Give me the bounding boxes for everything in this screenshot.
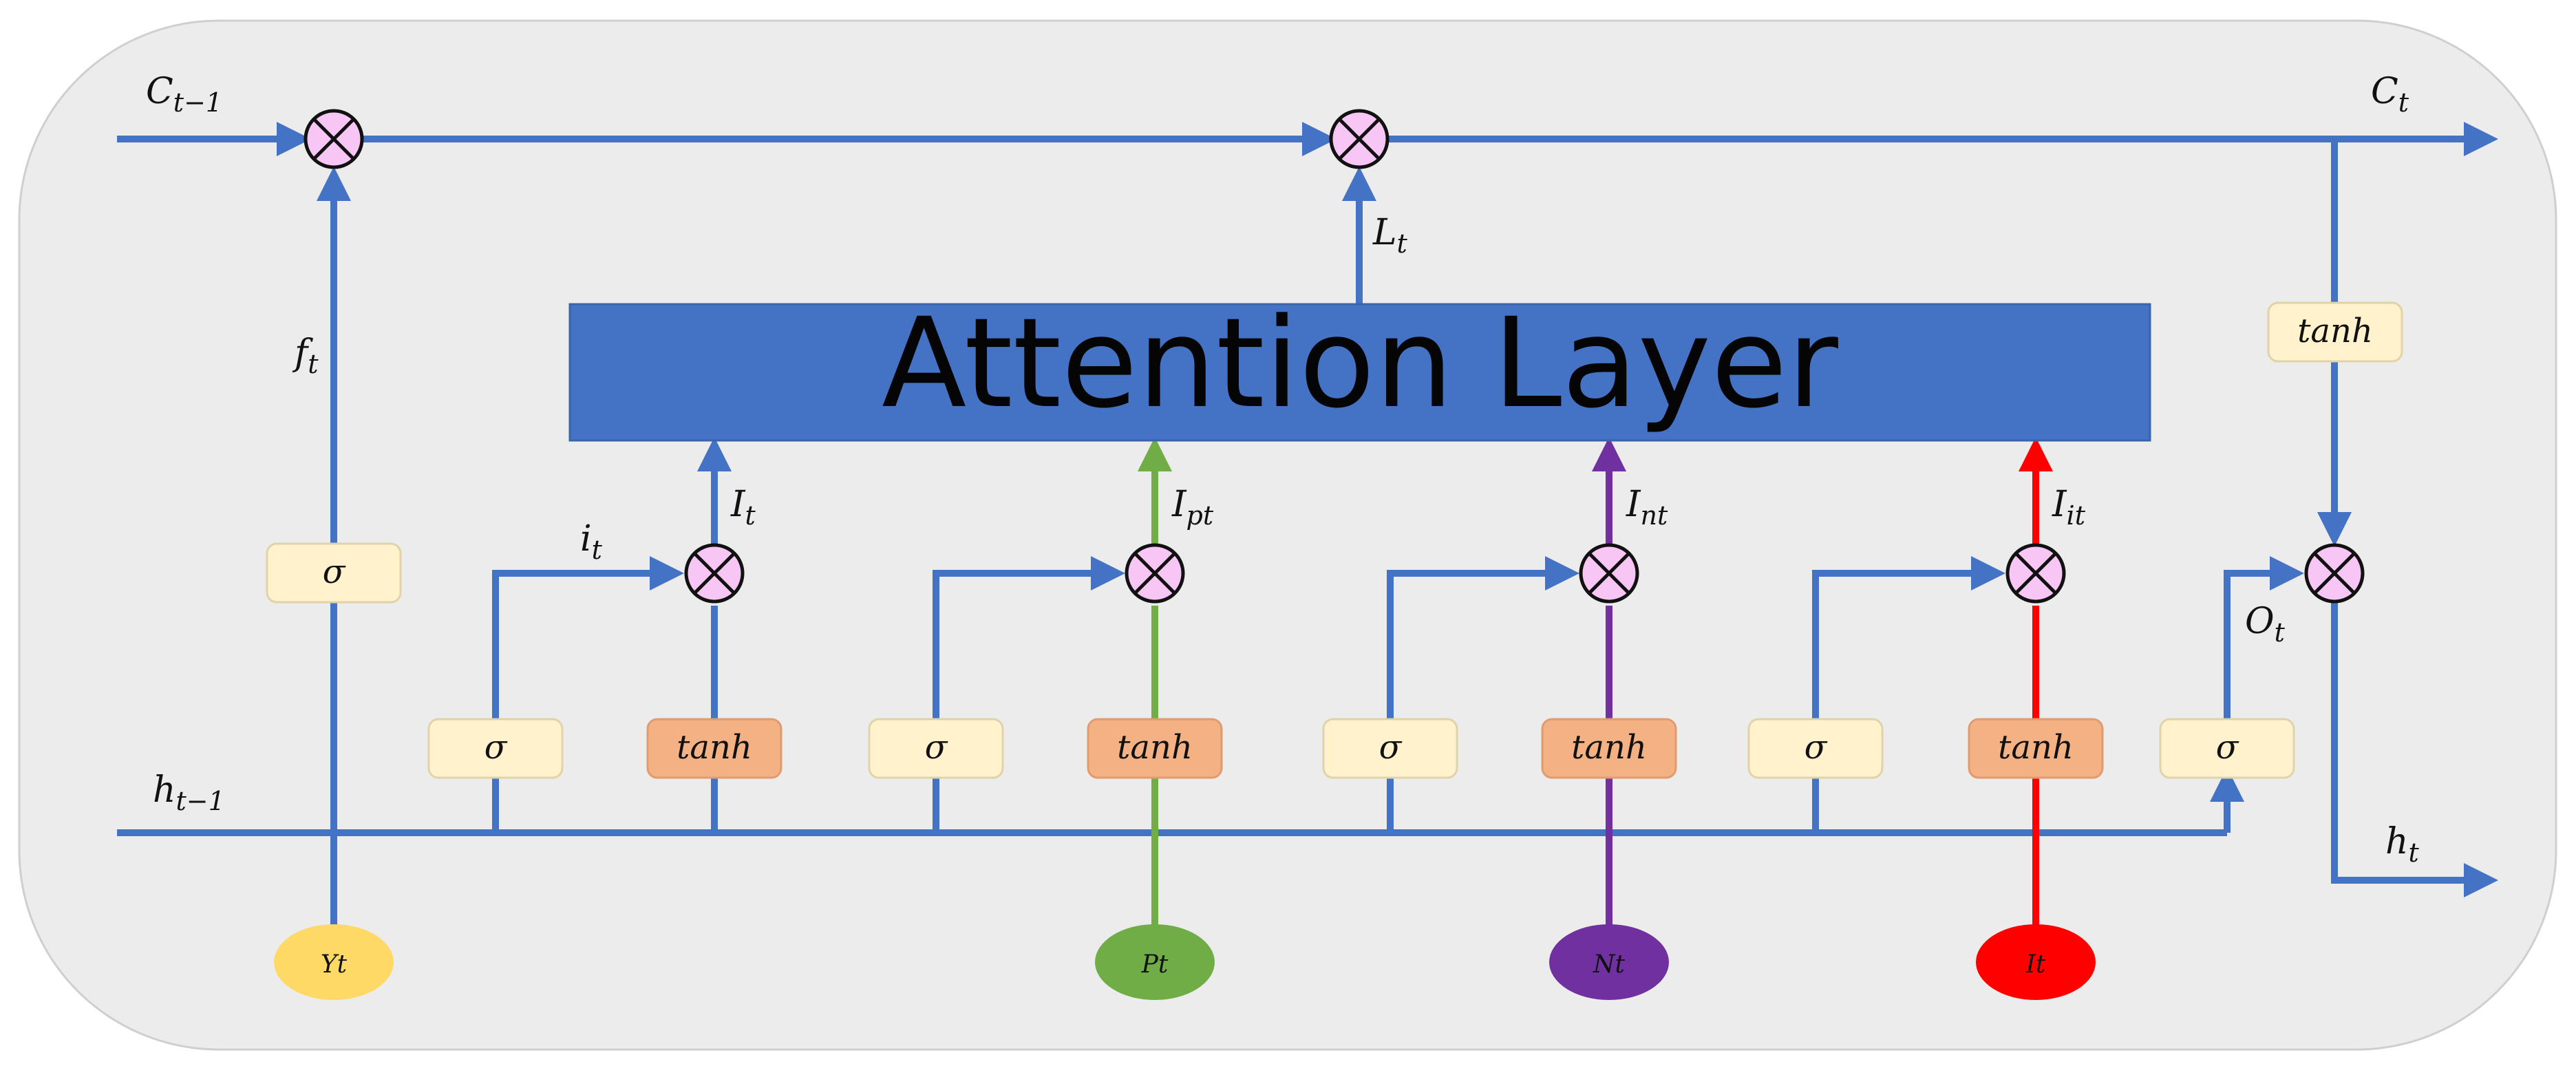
- label-i-t: it: [580, 518, 603, 565]
- forget-multiply-node: [306, 111, 362, 167]
- tanh-box-2: [1087, 718, 1223, 779]
- input-multiply-node-4: [2008, 545, 2064, 602]
- label-I-nt: Int: [1626, 484, 1668, 531]
- output-sigma-box: [2159, 718, 2295, 779]
- tanh-box-1: [646, 718, 783, 779]
- input-node-pt: [1095, 924, 1215, 1000]
- input-multiply-node-3: [1581, 545, 1637, 602]
- input-gate-3-line: [1387, 556, 1579, 719]
- sigma-box-4: [1747, 718, 1884, 779]
- input-label-yt: Yt: [321, 950, 348, 979]
- input-node-nt: [1549, 924, 1669, 1000]
- label-I-pt: Ipt: [1171, 484, 1214, 531]
- sigma-label-4: σ: [1805, 728, 1828, 767]
- tanh-box-3: [1541, 718, 1677, 779]
- sigma-box-3: [1322, 718, 1458, 779]
- output-sigma-label: σ: [2216, 728, 2239, 767]
- output-multiply-node: [2306, 545, 2363, 602]
- input-gate-4-line: [1812, 556, 2005, 719]
- attention-multiply-node: [1331, 111, 1387, 167]
- cell-panel: [18, 19, 2557, 1051]
- input-multiply-node-1: [686, 545, 743, 602]
- tanh-label-2: tanh: [1117, 728, 1193, 767]
- label-c-t: Ct: [2371, 71, 2409, 118]
- tanh-box-4: [1968, 718, 2104, 779]
- label-o-t: Ot: [2245, 601, 2286, 648]
- input-gate-2-line: [933, 556, 1125, 719]
- attention-layer-block: [568, 303, 2151, 442]
- tanh-label-1: tanh: [677, 728, 752, 767]
- sigma-box-1: [427, 718, 564, 779]
- label-h-prev: ht−1: [153, 769, 225, 816]
- attention-layer-title: Attention Layer: [882, 292, 1838, 436]
- sigma-label-3: σ: [1379, 728, 1403, 767]
- hidden-output-line: [2331, 603, 2498, 897]
- label-h-t: ht: [2385, 821, 2420, 868]
- label-l-t: Lt: [1372, 212, 1408, 259]
- input-label-nt: Nt: [1593, 950, 1626, 979]
- input-multiply-node-2: [1127, 545, 1183, 602]
- label-I-it: Iit: [2052, 484, 2086, 531]
- input-label-it: It: [2025, 950, 2046, 979]
- input-node-it: [1976, 924, 2096, 1000]
- forget-sigma-box: [266, 542, 402, 604]
- sigma-box-2: [868, 718, 1004, 779]
- tanh-label-3: tanh: [1571, 728, 1647, 767]
- label-I-t: It: [730, 484, 756, 531]
- input-node-yt: [274, 924, 394, 1000]
- cell-tanh-label: tanh: [2297, 312, 2373, 350]
- sigma-label-2: σ: [925, 728, 948, 767]
- tanh-label-4: tanh: [1998, 728, 2074, 767]
- sigma-label-1: σ: [485, 728, 508, 767]
- output-gate-line: [2224, 556, 2304, 719]
- cell-tanh-box: [2267, 301, 2403, 363]
- forget-sigma-label: σ: [323, 553, 346, 591]
- input-gate-1-line: [492, 556, 684, 719]
- input-label-pt: Pt: [1141, 950, 1169, 979]
- label-c-prev: Ct−1: [146, 71, 222, 118]
